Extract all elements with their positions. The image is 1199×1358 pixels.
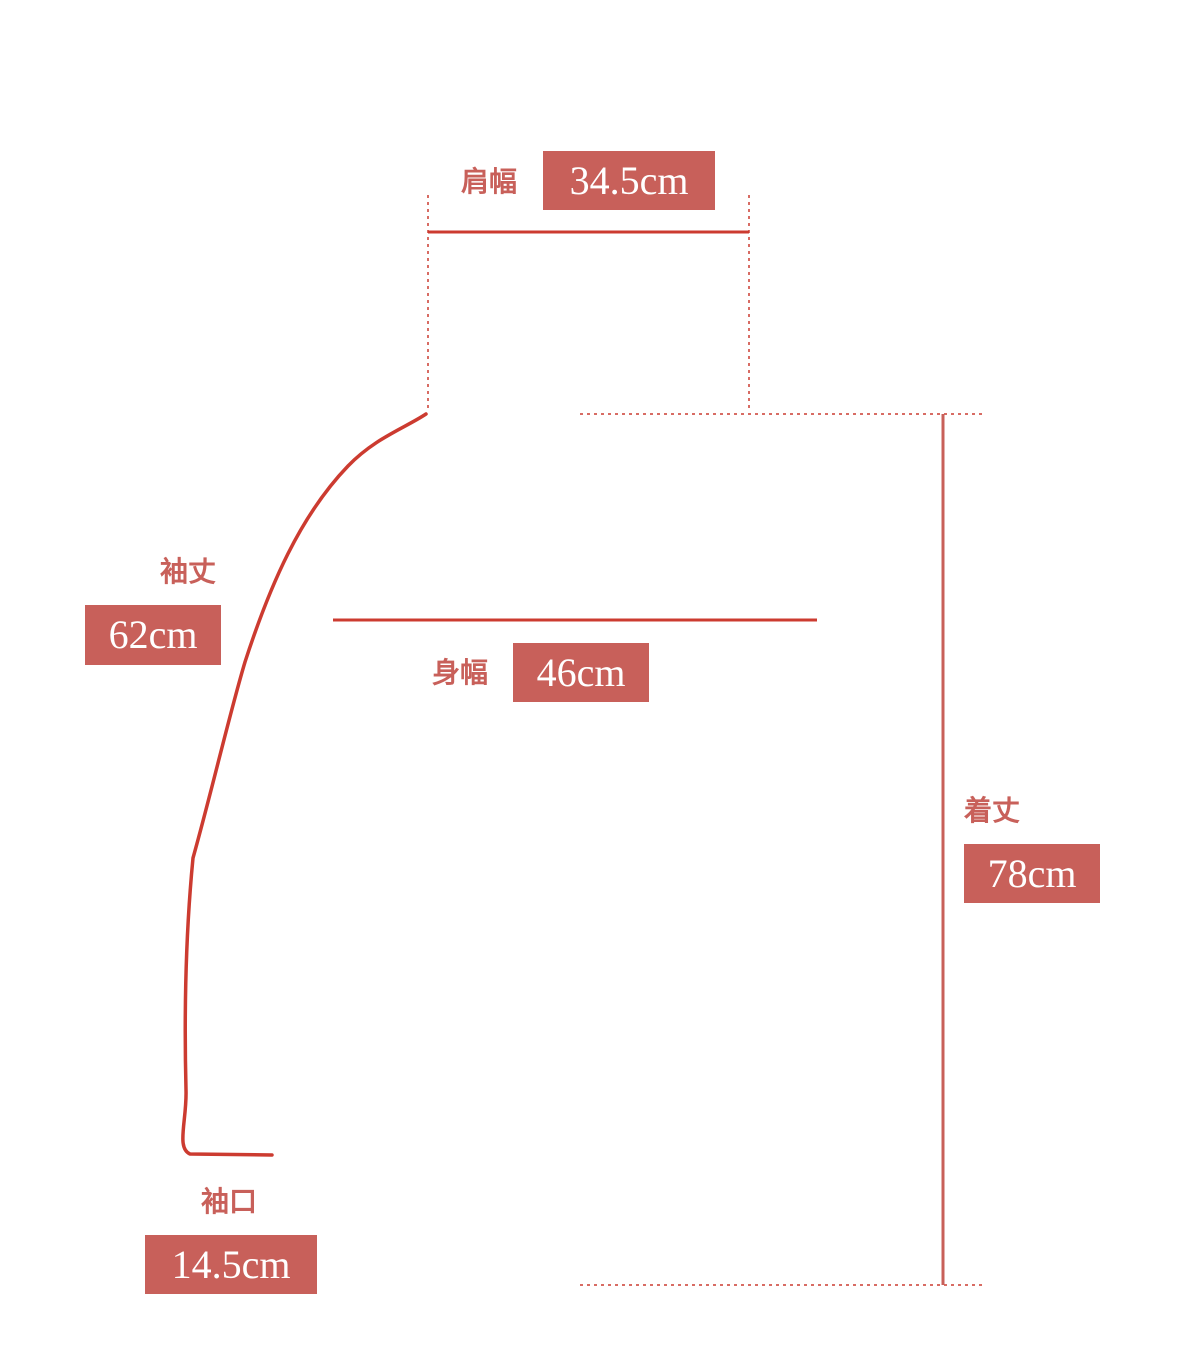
body-width-value-badge: 46cm xyxy=(513,643,649,702)
sleeve-length-label: 袖丈 xyxy=(160,555,217,588)
shoulder-value-badge: 34.5cm xyxy=(543,151,715,210)
sleeve-length-curve xyxy=(181,412,428,1157)
total-length-value-badge: 78cm xyxy=(964,844,1100,903)
body-width-label: 身幅 xyxy=(432,656,489,689)
total-length-label: 着丈 xyxy=(964,794,1021,827)
sleeve-opening-value-badge: 14.5cm xyxy=(145,1235,317,1294)
sleeve-opening-label: 袖口 xyxy=(201,1185,258,1218)
shoulder-label: 肩幅 xyxy=(461,165,518,198)
sleeve-length-value-badge: 62cm xyxy=(85,605,221,665)
